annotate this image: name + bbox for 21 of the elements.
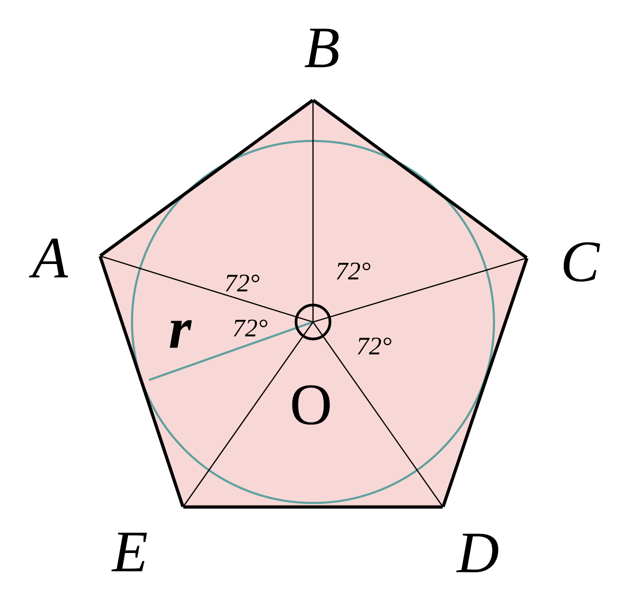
point-label: O [292,385,330,425]
point-label: A [28,238,68,278]
radius-label: r [170,320,192,348]
line-segment [312,100,314,322]
line-segment [99,98,314,258]
line-segment [312,98,528,260]
angle-label: 72° [234,320,268,336]
line-segment [98,256,184,508]
point-label: B [304,28,339,68]
angle-label: 72° [226,274,260,292]
point-label: D [456,534,498,572]
line-segment [312,322,444,508]
point-label: E [111,532,147,572]
line-segment [182,322,314,508]
angle-label: 72° [336,262,370,280]
line-segment [313,258,527,322]
point-label: C [564,242,600,282]
line-segment [442,258,528,508]
line-segment [183,505,443,509]
angle-label: 72° [358,338,392,354]
line-segment [100,256,313,322]
